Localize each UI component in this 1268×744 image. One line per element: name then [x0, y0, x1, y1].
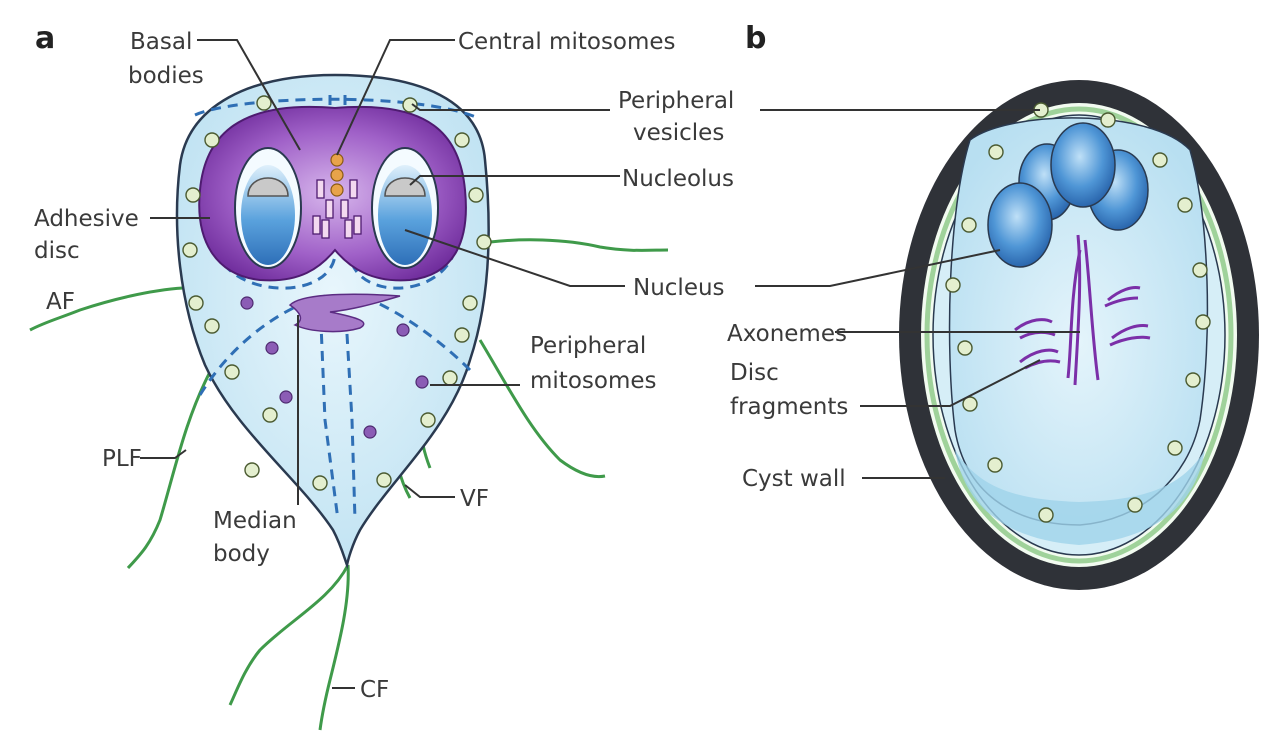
nucleus-left [234, 147, 302, 269]
panel-label-b: b [745, 21, 766, 56]
label-disc-fragments: Disc [730, 360, 779, 386]
right-anterior-flagellum [469, 238, 669, 252]
label-nucleolus: Nucleolus [622, 166, 734, 192]
median-body [288, 293, 401, 333]
label-basal-bodies-2: bodies [128, 63, 204, 89]
posterolateral-flagellum-left [126, 371, 212, 570]
label-peripheral-vesicles: Peripheral [618, 88, 734, 114]
caudal-flagellum-2 [228, 564, 350, 706]
label-basal-bodies: Basal [130, 29, 192, 55]
nucleus-right [371, 147, 439, 269]
trophozoite [29, 73, 669, 731]
peripheral-vesicles-b [945, 102, 1211, 523]
label-axonemes: Axonemes [727, 321, 847, 347]
leader-lines [140, 39, 1080, 689]
anterior-flagellum [29, 286, 184, 332]
label-peripheral-mitosomes-2: mitosomes [530, 368, 656, 394]
disc-fragments [1014, 286, 1151, 370]
central-mitosomes [330, 153, 344, 197]
label-plf: PLF [102, 446, 142, 472]
peripheral-mitosomes-a [240, 296, 429, 439]
axonemes [1066, 234, 1100, 386]
cyst [899, 80, 1259, 590]
label-af: AF [46, 289, 75, 315]
cyst-nuclei [987, 122, 1149, 268]
labels: a b Basal bodies Central mitosomes Perip… [34, 21, 848, 703]
label-disc-fragments-2: fragments [730, 394, 848, 420]
posterolateral-flagellum-right [478, 339, 606, 479]
label-peripheral-mitosomes: Peripheral [530, 333, 646, 359]
label-peripheral-vesicles-2: vesicles [633, 120, 724, 146]
label-vf: VF [460, 486, 489, 512]
label-adhesive-disc: Adhesive [34, 206, 139, 232]
label-adhesive-disc-2: disc [34, 238, 80, 264]
label-cf: CF [360, 677, 389, 703]
label-median-body-2: body [213, 541, 270, 567]
caudal-flagellum-1 [318, 564, 350, 731]
peripheral-vesicles-a [182, 95, 492, 491]
label-central-mitosomes: Central mitosomes [458, 29, 676, 55]
label-median-body: Median [213, 508, 297, 534]
label-cyst-wall: Cyst wall [742, 466, 846, 492]
panel-label-a: a [35, 21, 55, 56]
label-nucleus: Nucleus [633, 275, 725, 301]
basal-bodies [312, 179, 362, 239]
